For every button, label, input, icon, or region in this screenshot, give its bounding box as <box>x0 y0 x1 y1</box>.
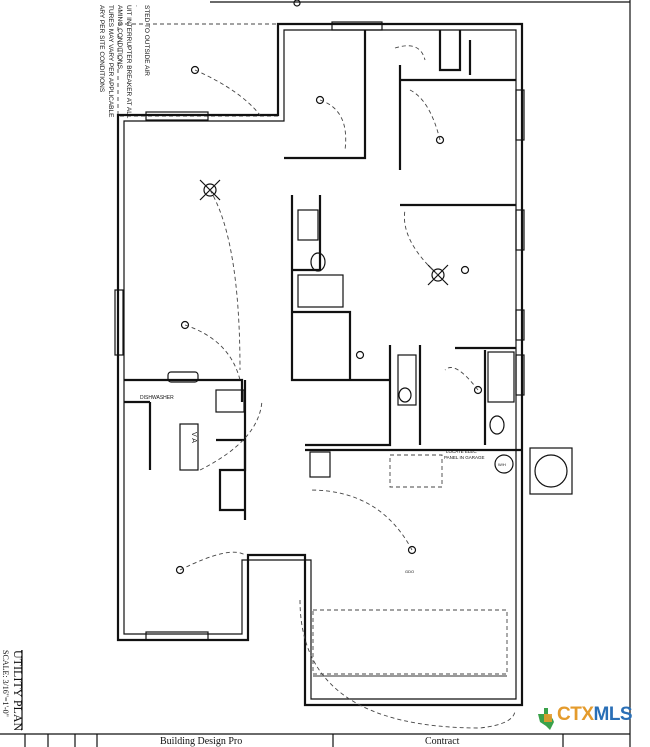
tub <box>297 274 344 308</box>
texas-map-icon <box>538 708 554 730</box>
light-fixtures <box>175 0 483 575</box>
note: STED TO OUTSIDE AIR <box>143 5 150 76</box>
exterior-walls <box>116 22 524 707</box>
general-notes: ARY PER SITE CONDITIONS TURES MAY VARY P… <box>98 5 150 119</box>
island-label: V A <box>190 432 197 443</box>
note: AMING CONDITIONS <box>116 5 123 70</box>
fixtures <box>167 209 573 677</box>
kitchen-island <box>179 423 199 471</box>
wh-label: W/H <box>498 462 506 467</box>
shower <box>487 351 515 403</box>
windows <box>114 21 525 641</box>
note: ARY PER SITE CONDITIONS <box>98 5 105 93</box>
vanity <box>297 209 319 241</box>
vanity-2 <box>397 354 417 406</box>
sink <box>398 387 412 403</box>
garage-door-opener-track <box>312 609 508 675</box>
title-block: Building Design Pro Contract <box>0 733 630 747</box>
dishwasher-label: DISHWASHER <box>140 395 174 401</box>
gdo-label: GDO <box>405 569 414 574</box>
interior-walls <box>124 30 522 520</box>
toilet <box>310 252 326 272</box>
ctxmls-watermark: CTXMLS <box>557 704 633 726</box>
plan-scale: SCALE: 3/16"=1'-0" <box>1 650 10 717</box>
logo-text-ctx: CTX <box>557 704 594 725</box>
wiring-runs <box>179 45 516 729</box>
note: UIT INTERRUPTER BREAKER AT ALL <box>125 5 132 119</box>
contractor-name: Contract <box>425 736 460 747</box>
panel-note: PANEL IN GARAGE <box>444 455 485 460</box>
note: TURES MAY VARY PER APPLICABLE <box>107 5 114 118</box>
range-hood <box>167 371 199 383</box>
kitchen-sink <box>215 389 245 413</box>
note: . <box>134 5 141 7</box>
designer-name: Building Design Pro <box>160 736 242 747</box>
toilet-2 <box>489 415 505 435</box>
plan-title: UTILITY PLAN <box>11 650 25 732</box>
water-heater <box>309 451 331 478</box>
panel-note: LOCATE ELEC <box>446 449 477 454</box>
attic-access <box>389 454 443 488</box>
ac-unit <box>529 447 573 495</box>
logo-text-mls: MLS <box>593 704 633 725</box>
wh-symbol <box>494 454 514 474</box>
